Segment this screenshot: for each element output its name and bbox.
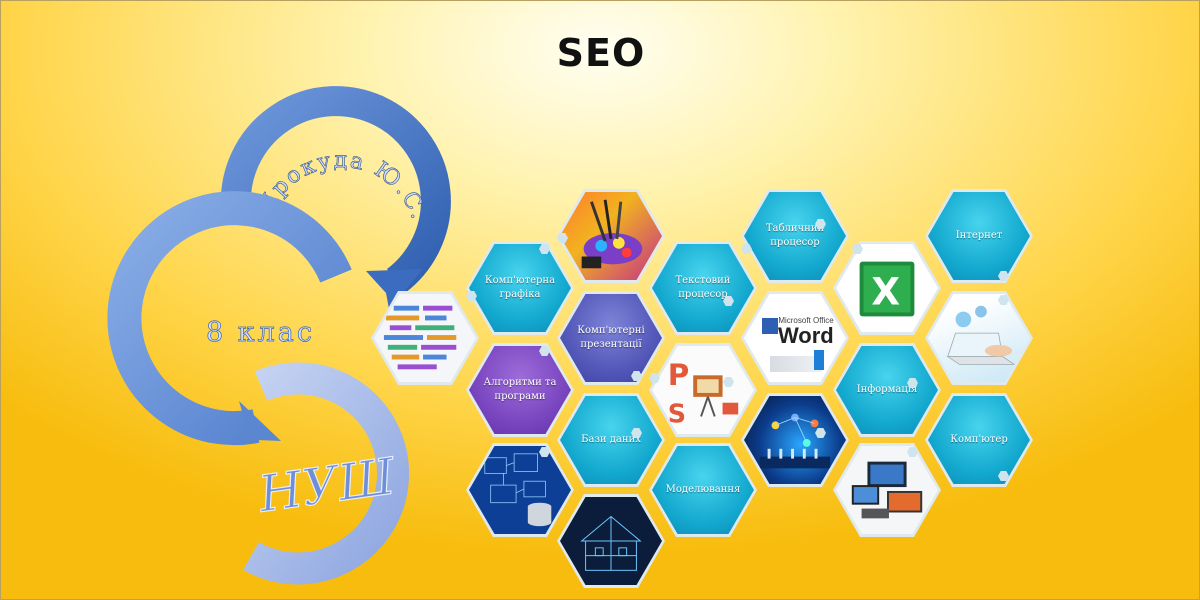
hex-corner-marker	[631, 428, 642, 438]
database-schema-image	[469, 446, 571, 534]
hex-corner-marker	[631, 371, 642, 381]
devices-image-hex[interactable]	[833, 443, 941, 537]
powerpoint-icon: P S	[668, 358, 739, 428]
graphics-hex[interactable]: Комп'ютерна графіка	[466, 241, 574, 335]
algorithms-hex[interactable]: Алгоритми та програми	[466, 343, 574, 437]
hex-corner-marker	[557, 233, 568, 243]
circular-arrows-graphic: Прокуда Ю.С. 8 клас НУШ	[107, 86, 451, 585]
word-logo-icon	[762, 318, 778, 334]
svg-text:P: P	[668, 358, 690, 392]
powerpoint-logo-image: P S	[652, 346, 754, 434]
database-image-hex[interactable]	[466, 443, 574, 537]
hex-corner-marker	[723, 296, 734, 306]
hex-corner-marker	[815, 219, 826, 229]
brushes-icon	[581, 199, 643, 269]
network-icon	[759, 413, 831, 469]
databases-hex[interactable]: Бази даних	[557, 393, 665, 487]
presentations-label: Комп'ютерні презентації	[577, 325, 645, 350]
information-label: Інформація	[856, 384, 918, 395]
laptop-image-hex[interactable]	[925, 291, 1033, 385]
internet-label: Інтернет	[955, 230, 1003, 241]
hex-corner-marker	[998, 471, 1009, 481]
algorithms-label: Алгоритми та програми	[483, 377, 557, 402]
paint-tools-image	[560, 192, 662, 280]
spreadsheet-hex[interactable]: Табличний процесор	[741, 189, 849, 283]
slide-title: SEO	[556, 31, 646, 75]
database-icon	[484, 453, 552, 527]
text-processor-hex[interactable]: Текстовий процесор	[649, 241, 757, 335]
modeling-hex[interactable]: Моделювання	[649, 443, 757, 537]
databases-label: Бази даних	[581, 434, 641, 445]
text-processor-label: Текстовий процесор	[675, 275, 731, 300]
hex-corner-marker	[907, 447, 918, 457]
hex-corner-marker	[815, 428, 826, 438]
powerpoint-image-hex[interactable]: P S	[649, 343, 757, 437]
hex-corner-marker	[998, 295, 1009, 305]
house-wireframe-icon	[580, 515, 642, 571]
word-image-hex[interactable]: Microsoft Office Word	[741, 291, 849, 385]
hex-corner-marker	[741, 244, 752, 254]
hex-corner-marker	[539, 244, 550, 254]
code-blocks-icon	[383, 305, 457, 370]
house-model-image	[560, 497, 662, 585]
hex-corner-marker	[998, 271, 1009, 281]
network-people-image	[744, 396, 846, 484]
hex-corner-marker	[723, 377, 734, 387]
book-icon	[814, 350, 824, 370]
computer-label: Комп'ютер	[950, 434, 1008, 445]
house-model-image-hex[interactable]	[557, 494, 665, 588]
svg-text:X: X	[871, 271, 900, 314]
graphics-label: Комп'ютерна графіка	[484, 275, 556, 300]
laptop-hand-image	[928, 294, 1030, 382]
presentations-hex[interactable]: Комп'ютерні презентації	[557, 291, 665, 385]
devices-icon	[851, 461, 923, 519]
hex-corner-marker	[907, 378, 918, 388]
hex-corner-marker	[539, 447, 550, 457]
excel-image-hex[interactable]: X	[833, 241, 941, 335]
devices-image	[836, 446, 938, 534]
excel-logo-image: X	[836, 244, 938, 332]
scratch-blocks-image	[374, 294, 476, 382]
excel-icon: X	[859, 261, 915, 317]
word-text: Word	[777, 322, 834, 348]
hex-corner-marker	[466, 291, 477, 301]
laptop-icon	[946, 305, 1016, 365]
svg-text:S: S	[668, 398, 686, 428]
computer-hex[interactable]: Комп'ютер	[925, 393, 1033, 487]
ms-office-text: Microsoft Office	[778, 315, 834, 325]
paint-image-hex[interactable]	[557, 189, 665, 283]
word-logo-image: Microsoft Office Word	[744, 294, 846, 382]
arc-bottom: НУШ	[243, 362, 410, 585]
hex-corner-marker	[852, 244, 863, 254]
internet-hex[interactable]: Інтернет	[925, 189, 1033, 283]
hex-corner-marker	[539, 346, 550, 356]
document-icon	[770, 356, 822, 372]
spreadsheet-label: Табличний процесор	[765, 223, 825, 248]
network-image-hex[interactable]	[741, 393, 849, 487]
grade-label: 8 клас	[206, 317, 315, 348]
hex-corner-marker	[649, 373, 660, 383]
information-hex[interactable]: Інформація	[833, 343, 941, 437]
modeling-label: Моделювання	[665, 484, 741, 495]
arc-middle: 8 клас	[107, 191, 352, 446]
